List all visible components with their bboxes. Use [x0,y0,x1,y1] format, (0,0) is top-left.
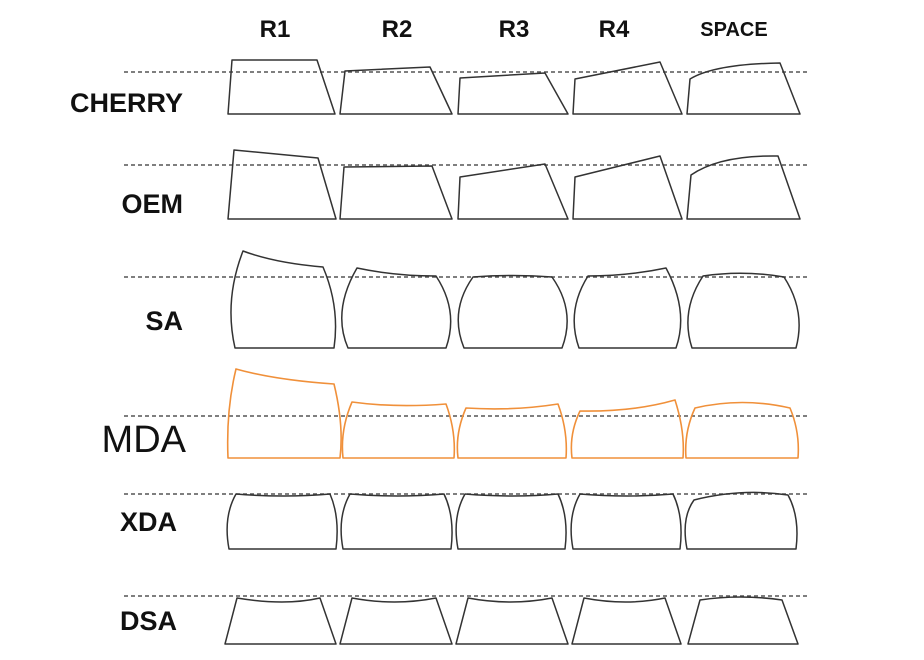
keycap-xda-r1 [226,493,338,550]
keycap-oem-r1 [227,149,337,220]
keycap-oem-r2 [339,165,453,220]
keycap-dsa-r4 [571,597,682,645]
keycap-oem-r4 [572,155,683,220]
keycap-xda-r2 [340,493,453,550]
row-label-oem: OEM [121,189,183,219]
keycap-mda-r4 [570,399,685,459]
keycap-space-cherry [686,62,801,115]
profile-row-mda [226,368,800,459]
keycap-cherry-r1 [227,59,336,115]
keycap-oem-r3 [457,163,569,220]
row-label-xda: XDA [120,507,177,537]
profile-row-dsa [224,596,799,645]
keycap-mda-r2 [341,401,456,459]
keycap-cherry-r4 [572,61,683,115]
keycap-cherry-r2 [339,66,453,115]
reference-lines [124,71,808,597]
row-label-mda: MDA [102,419,187,461]
keycap-sa-r2 [341,267,452,349]
profile-row-xda [226,491,798,550]
keycap-sa-r3 [457,274,568,349]
column-label-r3: R3 [499,16,530,43]
keycap-dsa-r2 [339,597,453,645]
column-label-r1: R1 [260,16,291,43]
keycap-xda-r3 [455,493,567,550]
keycap-dsa-r1 [224,597,337,645]
profile-row-sa [230,250,800,349]
row-label-dsa: DSA [120,606,177,636]
keycap-sa-r1 [230,250,337,349]
keycap-space-dsa [687,596,799,645]
keycap-mda-r1 [226,368,342,459]
column-label-r4: R4 [599,16,630,43]
row-label-cherry: CHERRY [70,88,183,118]
keycap-space-oem [686,155,801,220]
column-headers: R1 R2 R3 R4 SPACE [260,16,768,43]
keycap-xda-r4 [570,493,682,550]
keycap-sa-r4 [573,267,682,349]
profile-row-oem [227,149,801,220]
row-label-sa: SA [145,306,183,336]
profile-row-cherry [227,59,801,115]
row-labels: CHERRY OEM SA MDA XDA DSA [70,88,187,636]
column-label-space: SPACE [700,19,767,41]
keycap-space-xda [684,491,798,550]
keycap-space-sa [687,272,800,349]
keycap-dsa-r3 [455,597,569,645]
keycap-space-mda [684,401,800,459]
keycap-cherry-r3 [457,72,569,115]
column-label-r2: R2 [382,16,413,43]
keycap-mda-r3 [456,403,568,459]
